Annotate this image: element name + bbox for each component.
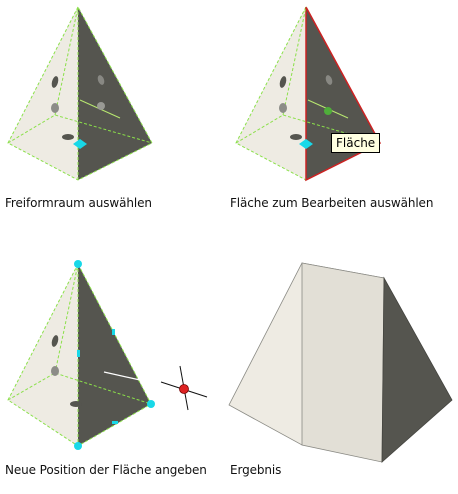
hole-3 <box>62 134 74 140</box>
hidden-edges <box>7 114 153 144</box>
result-side-face <box>381 276 453 463</box>
hole-2 <box>279 103 287 113</box>
cursor-marker-icon <box>324 107 332 115</box>
crosshair-cursor-icon <box>160 365 208 411</box>
grip-icon <box>77 350 80 357</box>
dark-face <box>78 7 152 180</box>
step-3-caption: Neue Position der Fläche angeben <box>5 463 207 477</box>
hole-5 <box>97 102 105 110</box>
result-solid <box>228 262 453 463</box>
hole-1 <box>279 76 287 88</box>
hole-2 <box>51 103 59 113</box>
step-4-caption: Ergebnis <box>230 463 282 477</box>
dark-face <box>78 264 151 446</box>
grip-icon <box>112 421 118 424</box>
hole-4 <box>325 75 333 85</box>
hole-3 <box>70 401 82 407</box>
result-front-face <box>301 262 385 463</box>
face-tooltip: Fläche <box>331 133 381 153</box>
hidden-ridge <box>54 6 79 116</box>
freeform-pyramid-selected <box>7 6 153 181</box>
rubber-band-line <box>103 371 141 381</box>
vertex-grip-icon <box>147 400 155 408</box>
step-1-illustration <box>0 0 160 190</box>
step-2-illustration <box>228 0 388 190</box>
step-1-caption: Freiformraum auswählen <box>5 196 152 210</box>
hole-2 <box>51 366 59 376</box>
grip-icon <box>299 139 313 149</box>
hole-1 <box>51 76 59 88</box>
step-4-illustration <box>225 255 458 465</box>
hole-1 <box>51 335 59 347</box>
grip-icon <box>73 139 87 149</box>
hidden-ridge <box>54 263 79 374</box>
freeform-pyramid-moving <box>7 260 208 450</box>
hidden-edges <box>7 372 152 405</box>
light-face <box>8 7 78 180</box>
vertex-grip-icon <box>74 442 82 450</box>
vertex-grip-icon <box>74 260 82 268</box>
freeform-pyramid-face <box>235 6 382 182</box>
step-3-illustration <box>0 255 215 455</box>
step-2-caption: Fläche zum Bearbeiten auswählen <box>230 196 434 210</box>
selected-face-border <box>305 6 382 182</box>
light-face <box>8 264 78 446</box>
hole-4 <box>97 75 105 85</box>
hidden-ridge <box>282 6 307 116</box>
dark-face-highlighted <box>306 7 380 180</box>
grip-icon <box>112 329 115 335</box>
hole-3 <box>290 134 302 140</box>
light-face <box>236 7 306 180</box>
